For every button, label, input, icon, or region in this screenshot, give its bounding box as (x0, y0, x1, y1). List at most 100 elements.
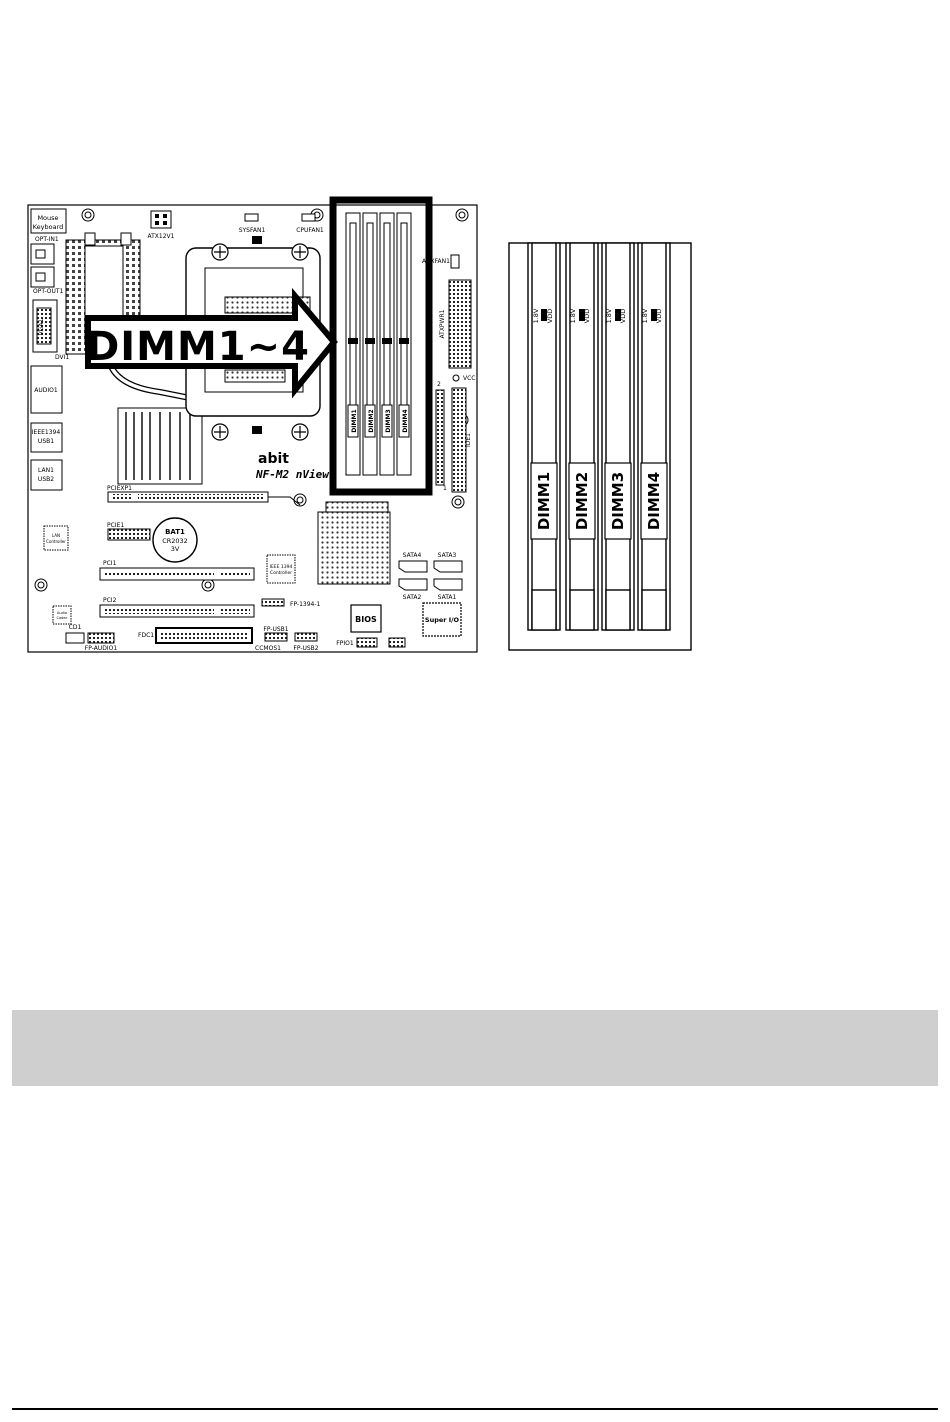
fp1394-label: FP-1394-1 (290, 601, 321, 608)
bios-chip (350, 604, 382, 633)
brand-logo: abit (258, 451, 289, 467)
detail-dimm-slots (527, 242, 671, 631)
auxfan-header (450, 254, 460, 269)
battery-label: BAT1 (165, 528, 185, 536)
ide-pin-1: 1 (443, 485, 447, 492)
callout-label: DIMM1~4 (86, 324, 310, 370)
fdc-label: FDC1 (138, 632, 154, 639)
pcie1-label: PCIE1 (107, 522, 124, 529)
vga-label: VGA1 (38, 318, 45, 335)
opt-out-label: OPT-OUT1 (33, 288, 64, 295)
atxpwr-label: ATXPWR1 (439, 309, 446, 338)
super-io-label: Super I/O (425, 616, 460, 624)
detail-dimm1-voltage: 1.8V (532, 308, 540, 323)
detail-dimm1-vdd: VDD (546, 309, 554, 323)
board-dimm3-label: DIMM3 (385, 409, 392, 432)
detail-dimm3-label: DIMM3 (609, 472, 627, 530)
pcie1-slot (107, 528, 151, 541)
vcc-label: VCC (463, 375, 475, 382)
board-dimm4-label: DIMM4 (402, 409, 409, 432)
sata2-label: SATA2 (403, 594, 422, 601)
sata1-label: SATA1 (438, 594, 457, 601)
ccmos-label: CCMOS1 (255, 645, 281, 652)
fp-audio-label: FP-AUDIO1 (85, 645, 118, 652)
ide-pin-2: 2 (437, 381, 441, 388)
sata3-label: SATA3 (438, 552, 457, 559)
sata1-port (433, 578, 463, 591)
detail-dimm2-vdd: VDD (583, 309, 591, 323)
atx12v-connector (150, 210, 172, 229)
auxfan-label: AUXFAN1 (422, 258, 450, 265)
detail-dimm2-voltage: 1.8V (569, 308, 577, 323)
socket-latch-screws (211, 243, 309, 441)
callout-arrow (85, 287, 338, 399)
battery-model: CR2032 (162, 537, 188, 545)
sysfan-header (244, 213, 259, 222)
mouse-keyboard-port (30, 208, 67, 234)
detail-dimm4-label: DIMM4 (645, 472, 663, 530)
ieee-controller-chip (266, 554, 296, 584)
detail-dimm3-voltage: 1.8V (605, 308, 613, 323)
sata2-port (398, 578, 428, 591)
secondary-ide (435, 389, 445, 486)
battery (152, 517, 198, 563)
cd-label: CD1 (69, 624, 82, 631)
audio-codec-label-2: Codec (57, 616, 68, 620)
audio-port (30, 365, 63, 414)
detail-dimm3-vdd: VDD (619, 309, 627, 323)
detail-dimm4-vdd: VDD (655, 309, 663, 323)
keyboard-label: Keyboard (33, 223, 64, 231)
misc-header (388, 637, 406, 648)
cpufan-label: CPUFAN1 (296, 227, 324, 234)
opt-out-port (30, 266, 55, 288)
audio-codec-chip (52, 605, 72, 625)
gray-band (12, 1010, 938, 1086)
detail-dimm4-voltage: 1.8V (641, 308, 649, 323)
opt-in-label: OPT-IN1 (35, 236, 59, 243)
ieee-chip-label: IEEE 1394 (270, 564, 293, 570)
sata4-port (398, 560, 428, 573)
audio-codec-label: Audio (57, 611, 67, 615)
ide-connector (451, 387, 467, 493)
pci1-label: PCI1 (103, 560, 117, 567)
lan-chip-label-2: Controller (46, 539, 66, 544)
fp-usb1-label: FP-USB1 (263, 626, 288, 633)
lan-usb-port (30, 459, 63, 491)
fpio-label: FPIO1 (336, 640, 354, 647)
board-dimm2-label: DIMM2 (368, 409, 375, 432)
lan-controller-chip (43, 525, 69, 551)
battery-voltage: 3V (171, 545, 180, 553)
sysfan-label: SYSFAN1 (239, 227, 266, 234)
board-dimm1-label: DIMM1 (351, 409, 358, 432)
audio-label: AUDIO1 (34, 387, 58, 394)
ieee-label: IEEE1394 (32, 429, 61, 436)
atx12v-label: ATX12V1 (148, 233, 175, 240)
model-name: NF-M2 nView (255, 468, 330, 481)
pci2-label: PCI2 (103, 597, 117, 604)
southbridge-chip (317, 511, 391, 585)
usb1-label: USB1 (38, 438, 54, 445)
detail-dimm2-label: DIMM2 (573, 472, 591, 530)
bottom-rule (12, 1408, 938, 1410)
sata4-label: SATA4 (403, 552, 422, 559)
usb2-label: USB2 (38, 476, 54, 483)
pciexp1-label: PCIEXP1 (107, 485, 132, 492)
fp-usb2-label: FP-USB2 (293, 645, 318, 652)
fp-audio-header (87, 632, 115, 644)
cpufan-header (301, 213, 316, 222)
ieee-chip-label-2: Controller (270, 570, 292, 576)
mouse-label: Mouse (37, 214, 58, 222)
ide-label: IDE1 (465, 433, 472, 447)
fp-usb1-header (264, 632, 288, 642)
opt-in-port (30, 243, 55, 265)
detail-dimm1-label: DIMM1 (535, 472, 553, 530)
lan-label: LAN1 (38, 467, 54, 474)
bios-label: BIOS (355, 615, 377, 624)
lan-chip-label: LAN (52, 533, 60, 538)
ieee-usb-port (30, 422, 63, 453)
super-io-chip (422, 602, 462, 637)
board-dimm-slots: DIMM1 DIMM2 DIMM3 DIMM4 (345, 212, 412, 476)
sata3-port (433, 560, 463, 573)
fp1394-header (261, 598, 285, 607)
